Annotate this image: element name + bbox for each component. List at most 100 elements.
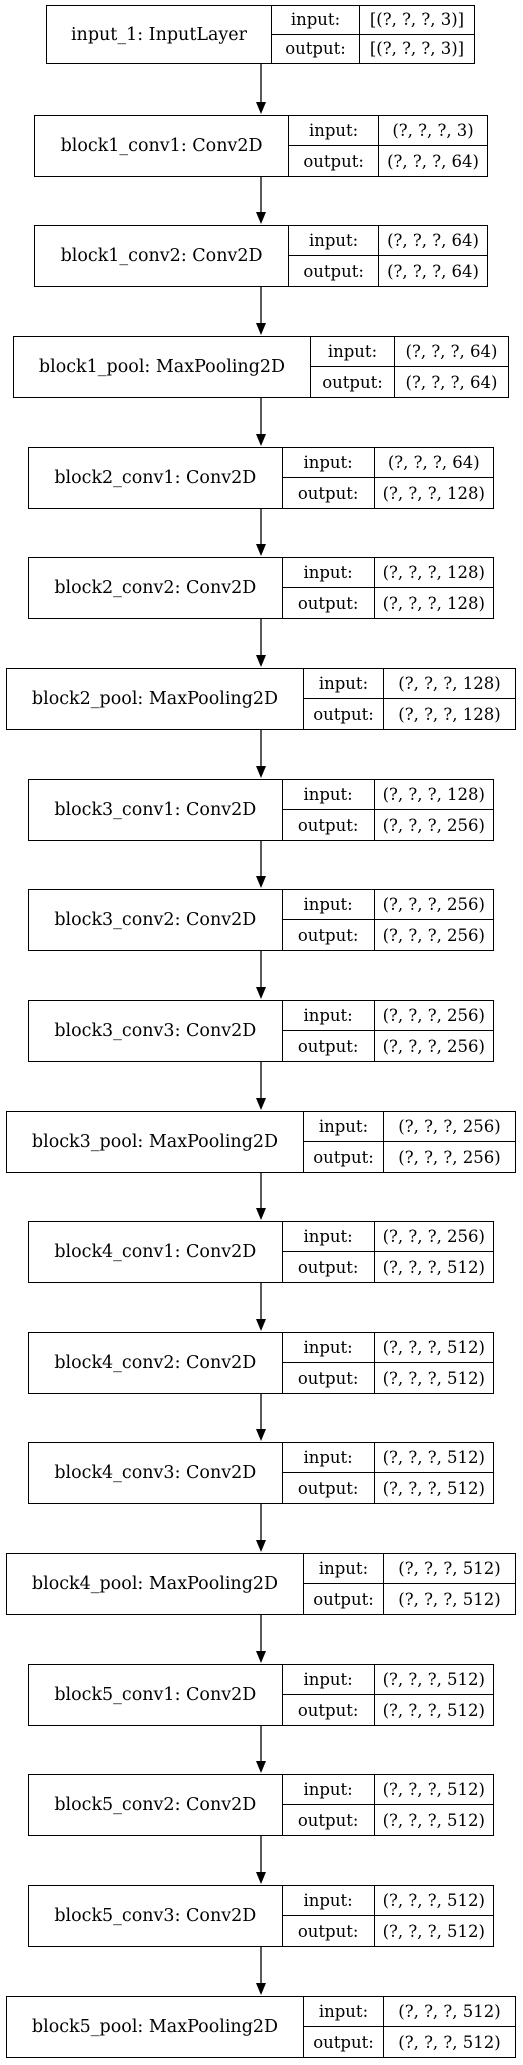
input-shape: (?, ?, ?, 512) (384, 1554, 515, 1584)
input-shape: (?, ?, ?, 256) (384, 1112, 515, 1142)
layer-name: block2_conv2: Conv2D (29, 558, 283, 618)
input-label: input: (304, 1554, 384, 1584)
output-label: output: (289, 256, 380, 286)
output-shape: (?, ?, ?, 512) (398, 2032, 501, 2052)
arrow-head (256, 1098, 266, 1110)
input-shape: [(?, ?, ?, 3)] (360, 6, 474, 35)
layer-name: block1_conv1: Conv2D (35, 116, 290, 176)
arrow-head (256, 1761, 266, 1773)
input-shape: (?, ?, ?, 512) (374, 1665, 493, 1695)
layer-name: block4_pool: MaxPooling2D (7, 1554, 304, 1614)
input-label: input: (289, 226, 380, 256)
input-label: input: (282, 558, 375, 588)
input-shape: (?, ?, ?, 512) (374, 1443, 493, 1473)
input-label: input: (304, 1112, 384, 1142)
output-shape: (?, ?, ?, 64) (387, 151, 479, 171)
input-shape: (?, ?, ?, 512) (384, 1997, 515, 2027)
output-label: output: (283, 478, 375, 508)
output-label: output: (283, 810, 375, 840)
layer-name: block5_pool: MaxPooling2D (7, 1997, 304, 2057)
arrow-head (256, 1208, 266, 1220)
arrow-head (256, 766, 266, 778)
arrow-head (256, 1319, 266, 1331)
layer-name: block4_conv2: Conv2D (29, 1333, 283, 1393)
input-label: input: (304, 669, 384, 699)
arrow-head (256, 1872, 266, 1884)
input-label: input: (282, 1001, 375, 1031)
output-label: output: (311, 367, 395, 397)
output-shape: (?, ?, ?, 256) (382, 925, 485, 945)
input-shape: (?, ?, ?, 512) (374, 1333, 493, 1363)
input-label: input: (282, 1333, 375, 1363)
layer-name: block3_conv1: Conv2D (29, 780, 283, 840)
layer-name: input_1: InputLayer (47, 6, 272, 63)
output-label: output: (304, 699, 384, 729)
output-shape: (?, ?, ?, 512) (382, 1478, 485, 1498)
output-label: output: (283, 1695, 375, 1725)
input-label: input: (282, 1886, 375, 1916)
arrow-head (256, 1540, 266, 1552)
input-label: input: (282, 780, 375, 810)
output-shape: (?, ?, ?, 128) (382, 593, 485, 613)
arrow-head (256, 1429, 266, 1441)
arrow-head (256, 987, 266, 999)
arrow-head (256, 434, 266, 446)
arrow-head (256, 102, 266, 114)
output-shape: (?, ?, ?, 256) (398, 1147, 501, 1167)
output-shape: (?, ?, ?, 128) (382, 483, 485, 503)
input-label: input: (282, 1775, 375, 1805)
input-shape: (?, ?, ?, 64) (395, 337, 508, 367)
output-label: output: (304, 1584, 384, 1614)
layer-name: block1_pool: MaxPooling2D (14, 337, 311, 397)
output-shape: (?, ?, ?, 128) (398, 704, 501, 724)
layer-name: block4_conv3: Conv2D (29, 1443, 283, 1503)
input-shape: (?, ?, ?, 128) (374, 558, 493, 588)
layer-name: block1_conv2: Conv2D (35, 226, 290, 286)
output-label: output: (289, 146, 380, 176)
output-shape: (?, ?, ?, 512) (382, 1700, 485, 1720)
output-shape: [(?, ?, ?, 3)] (369, 39, 465, 59)
arrow-head (256, 1651, 266, 1663)
input-shape: (?, ?, ?, 256) (374, 1001, 493, 1031)
input-label: input: (282, 448, 375, 478)
arrow-head (256, 655, 266, 667)
layer-name: block2_conv1: Conv2D (29, 448, 283, 508)
input-label: input: (272, 6, 360, 35)
input-shape: (?, ?, ?, 64) (379, 226, 487, 256)
layer-name: block2_pool: MaxPooling2D (7, 669, 304, 729)
output-shape: (?, ?, ?, 512) (398, 1589, 501, 1609)
arrow-head (256, 876, 266, 888)
output-label: output: (283, 1031, 375, 1061)
output-label: output: (304, 1142, 384, 1172)
output-shape: (?, ?, ?, 256) (382, 1036, 485, 1056)
arrow-head (256, 323, 266, 335)
arrow-head (256, 1983, 266, 1995)
input-shape: (?, ?, ?, 256) (374, 1222, 493, 1252)
output-label: output: (304, 2027, 384, 2057)
output-label: output: (272, 34, 360, 63)
input-shape: (?, ?, ?, 3) (379, 116, 487, 146)
output-label: output: (283, 1363, 375, 1393)
arrow-head (256, 544, 266, 556)
layer-name: block3_conv3: Conv2D (29, 1001, 283, 1061)
output-label: output: (283, 1473, 375, 1503)
layer-name: block5_conv2: Conv2D (29, 1775, 283, 1835)
output-shape: (?, ?, ?, 512) (382, 1368, 485, 1388)
layer-name: block5_conv3: Conv2D (29, 1886, 283, 1946)
